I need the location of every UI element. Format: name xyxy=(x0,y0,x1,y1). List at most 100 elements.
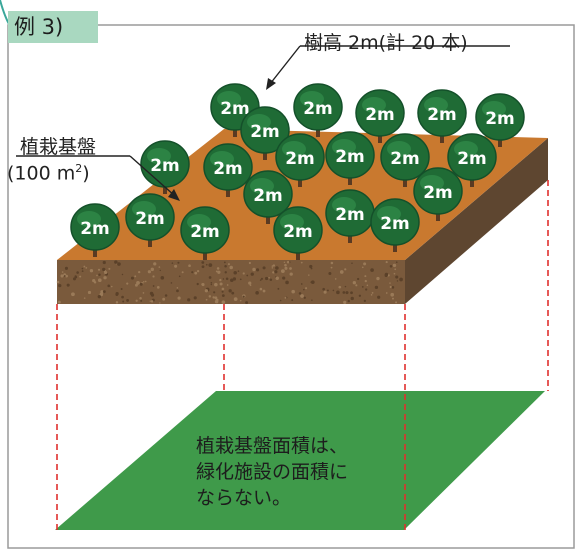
tree-trunk xyxy=(226,185,230,197)
soil-speck xyxy=(223,261,226,264)
soil-speck xyxy=(102,260,106,265)
soil-speck xyxy=(231,291,235,295)
soil-speck xyxy=(300,283,303,285)
soil-speck xyxy=(162,297,166,301)
soil-speck xyxy=(245,301,249,305)
soil-speck xyxy=(150,267,155,272)
tree: 2m xyxy=(203,143,253,197)
soil-speck xyxy=(219,278,222,282)
tree: 2m xyxy=(70,203,120,257)
tree-label-leader xyxy=(269,45,301,85)
soil-speck xyxy=(352,281,357,285)
tree-height-text: 2m xyxy=(250,122,280,142)
soil-speck xyxy=(344,285,347,288)
soil-speck xyxy=(216,267,220,270)
example-tab: 例 3) xyxy=(8,11,98,43)
soil-speck xyxy=(332,289,335,292)
soil-speck xyxy=(289,272,293,276)
soil-speck xyxy=(311,299,313,301)
soil-speck xyxy=(259,279,262,281)
soil-speck xyxy=(230,278,234,282)
soil-speck xyxy=(336,290,340,295)
soil-speck xyxy=(83,297,86,299)
soil-speck xyxy=(239,278,242,281)
soil-speck xyxy=(97,294,101,299)
soil-speck xyxy=(85,267,88,269)
soil-speck xyxy=(71,292,75,297)
tree-label-arrowhead xyxy=(266,78,276,90)
tree-highlight xyxy=(282,141,306,157)
tree: 2m xyxy=(273,206,323,260)
tree-highlight xyxy=(132,201,156,217)
soil-speck xyxy=(115,301,119,304)
soil-speck xyxy=(389,265,393,268)
tree-height-text: 2m xyxy=(80,219,110,239)
soil-speck xyxy=(138,270,141,274)
tree-height-text: 2m xyxy=(135,209,165,229)
soil-speck xyxy=(110,285,113,288)
soil-speck xyxy=(260,277,263,280)
tree-height-text: 2m xyxy=(285,149,315,169)
soil-speck xyxy=(262,289,266,293)
tree: 2m xyxy=(180,206,230,260)
soil-speck xyxy=(259,287,263,291)
soil-speck xyxy=(239,299,242,302)
soil-speck xyxy=(285,280,289,285)
tree-trunk xyxy=(440,131,444,143)
soil-speck xyxy=(219,282,223,286)
soil-speck xyxy=(284,263,287,267)
soil-speck xyxy=(83,265,86,268)
soil-speck xyxy=(188,264,191,268)
tree: 2m xyxy=(355,89,405,143)
tree-height-text: 2m xyxy=(335,147,365,167)
tree-trunk xyxy=(93,245,97,257)
soil-speck xyxy=(221,290,224,293)
tree-highlight xyxy=(387,141,411,157)
soil-speck xyxy=(330,261,334,265)
tree-highlight xyxy=(362,97,386,113)
soil-speck xyxy=(181,271,184,274)
soil-speck xyxy=(97,278,102,283)
tree-trunk xyxy=(316,125,320,137)
tree-highlight xyxy=(247,114,271,130)
soil-speck xyxy=(158,266,161,268)
tree: 2m xyxy=(275,133,325,187)
soil-speck xyxy=(303,288,305,291)
soil-speck xyxy=(177,261,180,264)
soil-speck xyxy=(227,263,230,266)
soil-speck xyxy=(303,296,306,299)
soil-speck xyxy=(391,286,395,289)
soil-speck xyxy=(376,276,380,281)
tree-height-text: 2m xyxy=(220,99,250,119)
soil-speck xyxy=(63,275,66,277)
soil-speck xyxy=(233,297,238,301)
soil-speck xyxy=(286,260,290,264)
soil-speck xyxy=(152,285,155,287)
soil-speck xyxy=(120,287,123,290)
soil-speck xyxy=(272,264,276,267)
soil-speck xyxy=(361,266,364,269)
soil-speck xyxy=(364,279,367,283)
soil-speck xyxy=(152,275,155,278)
soil-speck xyxy=(97,268,101,271)
tree-highlight xyxy=(482,101,506,117)
soil-speck xyxy=(139,282,143,286)
soil-speck xyxy=(309,264,313,269)
soil-speck xyxy=(334,278,337,280)
tree-height-text: 2m xyxy=(390,149,420,169)
soil-speck xyxy=(60,274,64,278)
tree-trunk xyxy=(348,173,352,185)
figure-frame xyxy=(7,24,575,549)
soil-speck xyxy=(213,291,216,294)
soil-speck xyxy=(350,291,353,295)
soil-speck xyxy=(350,296,354,301)
soil-speck xyxy=(142,292,145,294)
tree-trunk xyxy=(393,240,397,252)
soil-speck xyxy=(392,263,397,268)
soil-speck xyxy=(283,261,286,264)
soil-speck xyxy=(268,276,270,279)
soil-speck xyxy=(87,290,92,295)
tree-highlight xyxy=(454,141,478,157)
soil-speck xyxy=(205,263,208,266)
